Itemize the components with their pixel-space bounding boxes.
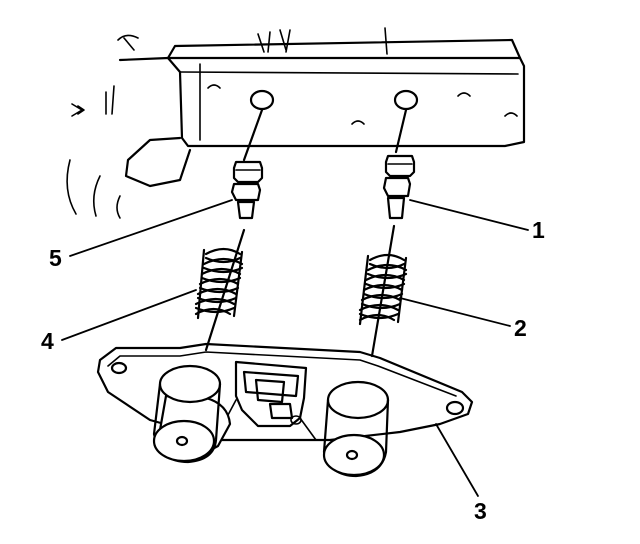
o-ring-lower-left	[230, 182, 262, 220]
callout-5: 5	[49, 245, 62, 271]
callout-2: 2	[514, 315, 527, 341]
solenoid-bracket	[96, 342, 474, 442]
bracket-hole-left	[110, 361, 128, 375]
leader-4	[61, 289, 197, 341]
callout-4: 4	[41, 328, 54, 354]
right-solenoid-pin	[370, 108, 408, 358]
leader-lines	[61, 199, 529, 497]
solenoid-right	[322, 380, 390, 478]
leader-2	[399, 297, 511, 327]
bore-right	[393, 89, 419, 111]
o-ring-lower-right	[382, 176, 412, 220]
bracket-hole-right	[445, 400, 465, 416]
spring-left	[194, 247, 244, 320]
o-ring-upper-left	[232, 160, 264, 184]
bore-left	[249, 89, 275, 111]
electrical-connector	[219, 360, 317, 441]
valve-body-housing	[66, 27, 526, 219]
callout-1: 1	[532, 217, 545, 243]
callouts: 1 2 3 4 5	[41, 217, 545, 524]
solenoid-left	[152, 364, 232, 464]
leader-1	[409, 199, 529, 231]
callout-3: 3	[474, 498, 487, 524]
o-ring-upper-right	[384, 154, 416, 178]
leader-5	[69, 199, 233, 257]
spring-right	[358, 253, 408, 326]
leader-3	[435, 423, 479, 497]
